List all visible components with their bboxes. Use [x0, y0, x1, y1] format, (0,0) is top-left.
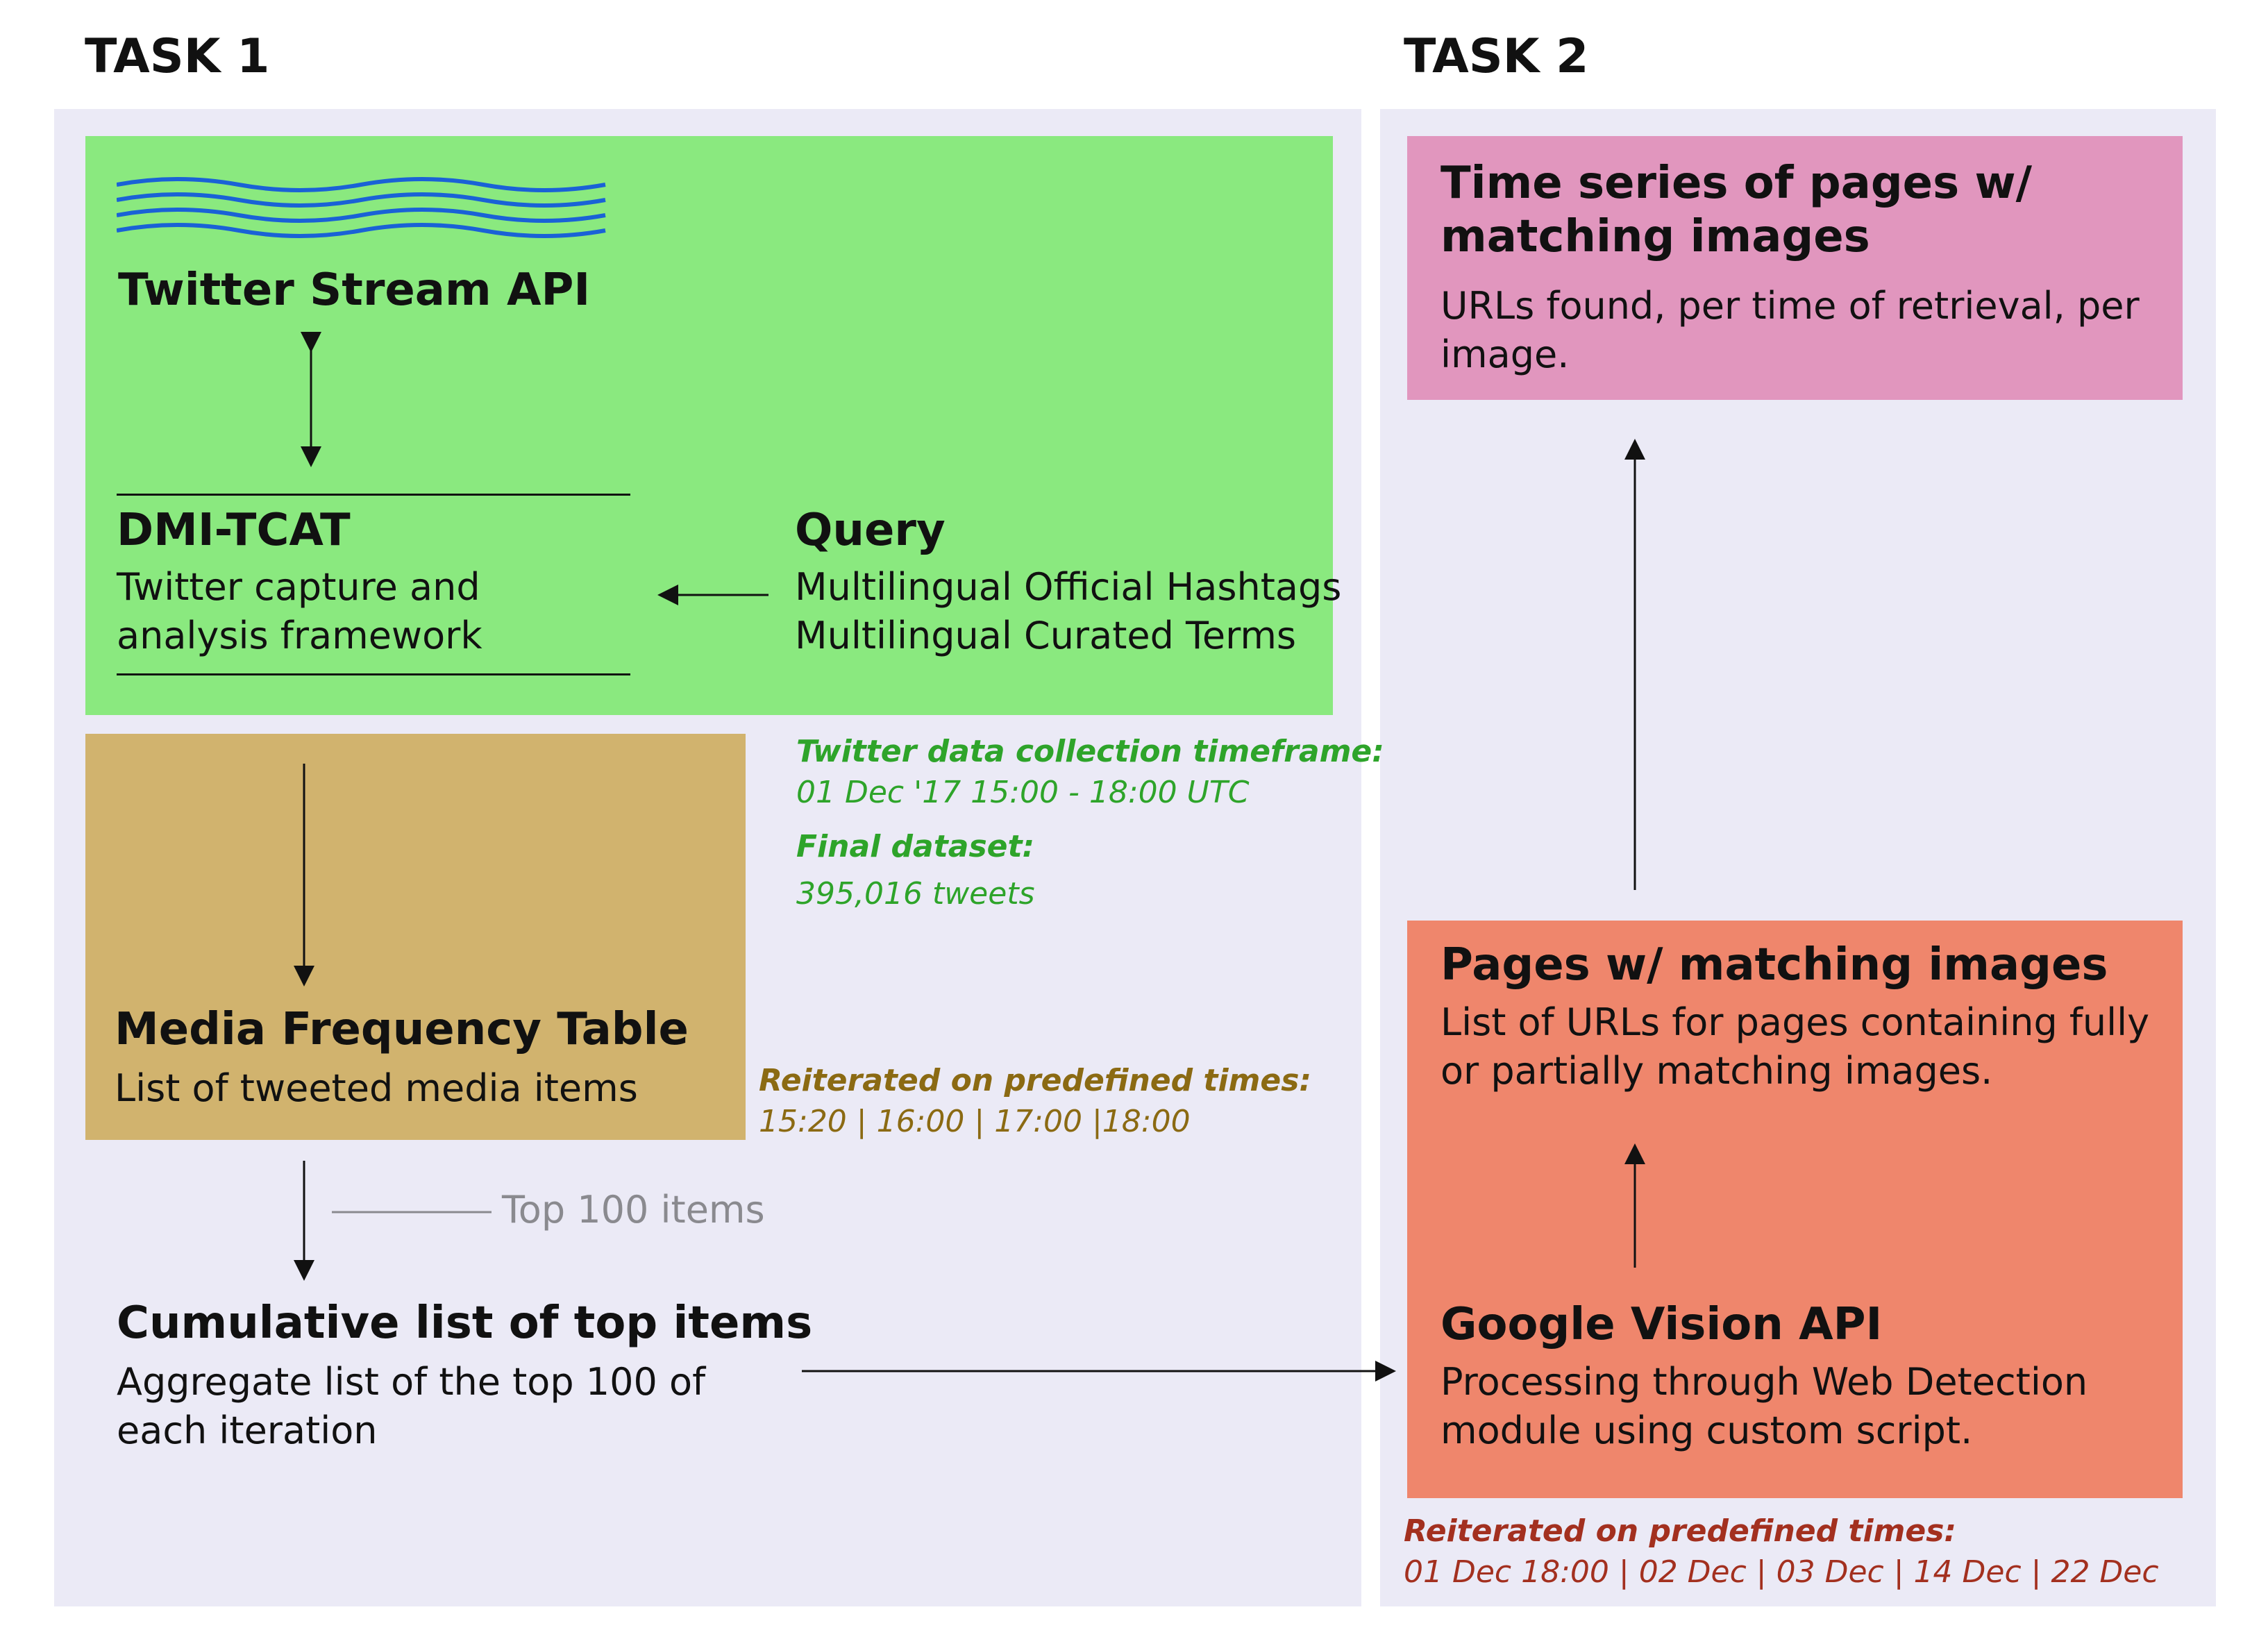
cumulative-title: Cumulative list of top items	[117, 1298, 813, 1349]
top-items-label: Top 100 items	[502, 1188, 765, 1232]
pages-desc: List of URLs for pages containing fully …	[1440, 1000, 2150, 1093]
google-vision-title: Google Vision API	[1440, 1299, 1883, 1350]
media-frequency-title: Media Frequency Table	[115, 1004, 689, 1055]
dmi-tcat-bottom-rule	[117, 673, 630, 675]
pages-title: Pages w/ matching images	[1440, 939, 2108, 991]
twitter-stream-api-title: Twitter Stream API	[118, 264, 591, 316]
media-frequency-box: Media Frequency Table List of tweeted me…	[85, 734, 746, 1140]
query-line-terms: Multilingual Curated Terms	[795, 614, 1297, 657]
google-vision-desc: Processing through Web Detection module …	[1440, 1360, 2088, 1453]
media-frequency-desc: List of tweeted media items	[115, 1066, 638, 1110]
query-title: Query	[795, 505, 946, 556]
task1-title: TASK 1	[85, 29, 270, 84]
cumulative-desc: Aggregate list of the top 100 of each it…	[117, 1360, 706, 1453]
time-series-box: Time series of pages w/ matching images …	[1407, 136, 2183, 400]
dmi-tcat-desc: Twitter capture and analysis framework	[117, 565, 482, 658]
stream-waves-icon	[117, 177, 606, 238]
timeframe-label: Twitter data collection timeframe:	[796, 734, 1384, 769]
pages-vision-box: Pages w/ matching images List of URLs fo…	[1407, 921, 2183, 1498]
timeframe-value: 01 Dec '17 15:00 - 18:00 UTC	[796, 775, 1250, 810]
dmi-tcat-top-rule	[117, 494, 630, 496]
vision-reiteration-times: 01 Dec 18:00 | 02 Dec | 03 Dec | 14 Dec …	[1404, 1554, 2159, 1590]
query-line-hashtags: Multilingual Official Hashtags	[795, 565, 1342, 609]
time-series-desc: URLs found, per time of retrieval, per i…	[1440, 284, 2140, 377]
dataset-label: Final dataset:	[796, 829, 1035, 864]
twitter-collection-box: Twitter Stream API DMI-TCAT Twitter capt…	[85, 136, 1341, 715]
dataset-value: 395,016 tweets	[796, 876, 1035, 912]
media-reiteration-times: 15:20 | 16:00 | 17:00 |18:00	[759, 1104, 1191, 1139]
dmi-tcat-title: DMI-TCAT	[117, 505, 351, 556]
vision-reiteration-label: Reiterated on predefined times:	[1404, 1513, 1957, 1549]
media-reiteration-label: Reiterated on predefined times:	[759, 1063, 1312, 1098]
time-series-title: Time series of pages w/ matching images	[1440, 158, 2032, 262]
task2-title: TASK 2	[1404, 29, 1589, 84]
